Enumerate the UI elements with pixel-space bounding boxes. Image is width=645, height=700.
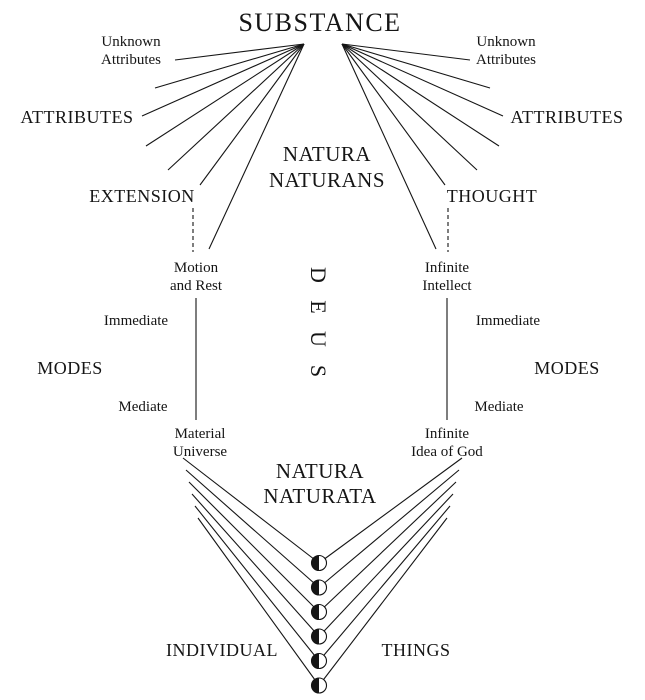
individual-label: INDIVIDUAL [166, 640, 278, 660]
left-fan-ray-5 [167, 43, 305, 171]
left-unknown-attributes-line2: Attributes [101, 52, 161, 68]
left-immediate-label: Immediate [104, 313, 168, 329]
bottom-left-ray-3 [188, 481, 320, 613]
bottom-left-ray-6 [197, 517, 320, 686]
left-fan-ray-2 [154, 43, 305, 89]
infinite-intellect-line2: Intellect [422, 278, 472, 294]
infinite-idea-of-god-line1: Infinite [425, 426, 469, 442]
things-label: THINGS [382, 640, 451, 660]
bottom-left-ray-4 [191, 493, 320, 637]
infinite-idea-of-god-line2: Idea of God [411, 444, 483, 460]
material-universe-line1: Material [175, 426, 226, 442]
right-fan-ray-6 [341, 43, 446, 186]
right-unknown-attributes-line1: Unknown [476, 34, 536, 50]
left-fan-ray-1 [174, 43, 305, 61]
bottom-left-ray-1 [182, 457, 320, 564]
extension-label: EXTENSION [89, 186, 195, 206]
deus-letter-s: S [306, 365, 331, 377]
right-fan-ray-2 [341, 43, 491, 89]
left-mediate-label: Mediate [118, 399, 167, 415]
natura-naturans-line1: NATURA [283, 142, 372, 166]
bottom-right-ray-1 [318, 457, 463, 564]
thing-half-fill [311, 580, 319, 595]
deus-letter-e: E [306, 300, 331, 313]
bottom-left-fan [182, 457, 320, 686]
bottom-right-ray-6 [318, 517, 448, 686]
deus-letter-u: U [306, 331, 331, 347]
substance-label: SUBSTANCE [238, 8, 401, 37]
right-fan-ray-5 [341, 43, 478, 171]
deus-label: D E U S [306, 267, 331, 377]
left-modes-label: MODES [37, 358, 103, 378]
motion-and-rest-line1: Motion [174, 260, 219, 276]
bottom-right-ray-2 [318, 469, 460, 588]
material-universe-line2: Universe [173, 444, 227, 460]
bottom-left-ray-5 [194, 505, 320, 662]
right-fan-ray-3 [341, 43, 504, 117]
left-attribute-fan [141, 43, 305, 250]
right-modes-label: MODES [534, 358, 600, 378]
bottom-right-ray-4 [318, 493, 454, 637]
natura-naturans-line2: NATURANS [269, 168, 385, 192]
bottom-right-ray-3 [318, 481, 457, 613]
motion-and-rest-line2: and Rest [170, 278, 223, 294]
individual-thing-icon [310, 603, 328, 621]
individual-thing-icon [310, 579, 328, 596]
individual-thing-icon [310, 677, 328, 694]
thing-half-fill [311, 629, 319, 644]
right-fan-ray-1 [341, 43, 471, 61]
bottom-right-fan [318, 457, 463, 686]
natura-naturata-line2: NATURATA [263, 484, 376, 508]
left-fan-ray-6 [199, 43, 305, 186]
right-fan-ray-7 [341, 43, 437, 250]
thought-label: THOUGHT [447, 186, 538, 206]
right-unknown-attributes-line2: Attributes [476, 52, 536, 68]
left-fan-ray-7 [208, 43, 305, 250]
thing-half-fill [311, 604, 319, 620]
individual-thing-icon [310, 628, 328, 645]
bottom-right-ray-5 [318, 505, 451, 662]
right-immediate-label: Immediate [476, 313, 540, 329]
bottom-left-ray-2 [185, 469, 320, 588]
left-unknown-attributes-line1: Unknown [101, 34, 161, 50]
deus-letter-d: D [306, 267, 331, 283]
thing-half-fill [311, 653, 319, 669]
right-fan-ray-4 [341, 43, 500, 147]
right-attributes-label: ATTRIBUTES [511, 107, 624, 127]
natura-naturata-line1: NATURA [276, 459, 365, 483]
thing-half-fill [311, 555, 319, 571]
left-fan-ray-3 [141, 43, 305, 117]
thing-half-fill [311, 678, 319, 693]
left-attributes-label: ATTRIBUTES [21, 107, 134, 127]
individual-thing-icon [310, 652, 328, 670]
individual-thing-icon [310, 554, 328, 572]
right-attribute-fan [341, 43, 504, 250]
infinite-intellect-line1: Infinite [425, 260, 469, 276]
left-fan-ray-4 [145, 43, 305, 147]
right-mediate-label: Mediate [474, 399, 523, 415]
